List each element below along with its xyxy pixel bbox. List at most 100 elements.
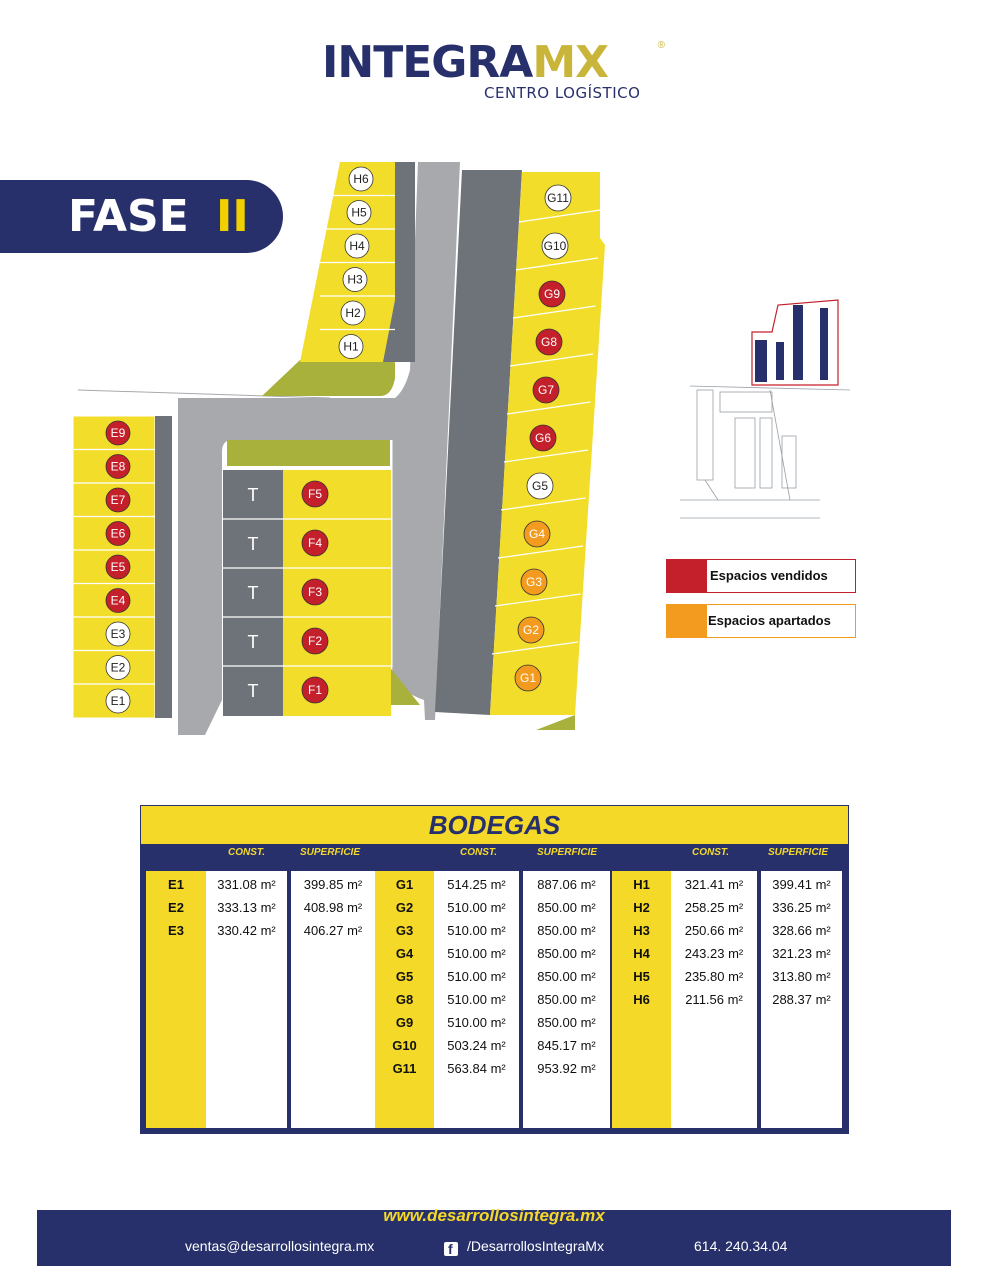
- lot-f4[interactable]: F4: [301, 529, 329, 557]
- lot-label: G8: [541, 335, 557, 349]
- lot-marker: [526, 472, 554, 500]
- lot-divider: [515, 257, 599, 271]
- lot-h4[interactable]: H4: [344, 233, 370, 259]
- lot-e8[interactable]: E8: [105, 454, 131, 479]
- table-title-bar: BODEGAS: [141, 806, 848, 844]
- row-code: H5: [633, 969, 650, 984]
- lot-divider: [518, 209, 601, 223]
- sup-value: 406.27 m²: [303, 923, 363, 938]
- lot-g11[interactable]: G11: [544, 184, 572, 212]
- row-code: H1: [633, 877, 650, 892]
- lot-marker: [105, 588, 131, 613]
- lot-divider: [503, 449, 589, 463]
- lot-g8[interactable]: G8: [535, 328, 563, 356]
- lot-e5[interactable]: E5: [105, 554, 131, 580]
- lot-h3[interactable]: H3: [342, 267, 368, 292]
- lot-g4[interactable]: G4: [523, 520, 551, 548]
- lot-label: E7: [111, 493, 126, 507]
- lot-marker: [514, 664, 542, 692]
- const-value: 510.00 m²: [447, 969, 506, 984]
- const-value: 503.24 m²: [447, 1038, 506, 1053]
- const-value: 250.66 m²: [684, 923, 744, 938]
- row-code: G8: [395, 992, 414, 1007]
- row-code: G3: [395, 923, 414, 938]
- lot-e3[interactable]: E3: [105, 621, 131, 647]
- const-value: 243.23 m²: [684, 946, 744, 961]
- lot-h6[interactable]: H6: [348, 166, 374, 192]
- lot-marker: [301, 627, 329, 655]
- phone-number: 614. 240.34.04: [694, 1238, 788, 1254]
- lot-label: E8: [111, 460, 126, 474]
- sup-value: 887.06 m²: [537, 877, 596, 892]
- lot-marker: [346, 200, 372, 225]
- lot-label: G3: [526, 575, 542, 589]
- lot-marker: [520, 568, 548, 596]
- lot-g2[interactable]: G2: [517, 616, 545, 644]
- lot-f5[interactable]: F5: [301, 480, 329, 508]
- code-column-g: G1 G2 G3 G4 G5 G8 G9 G10 G11: [375, 871, 434, 1128]
- website-link[interactable]: www.desarrollosintegra.mx: [383, 1206, 605, 1225]
- lot-f3[interactable]: F3: [301, 578, 329, 606]
- code-column-h: H1 H2 H3 H4 H5 H6: [612, 871, 671, 1128]
- lot-e2[interactable]: E2: [105, 655, 131, 680]
- lot-g7[interactable]: G7: [532, 376, 560, 404]
- phase-banner: FASE II: [0, 180, 283, 253]
- lot-h5[interactable]: H5: [346, 200, 372, 225]
- sup-value: 408.98 m²: [303, 900, 363, 915]
- lot-divider: [500, 497, 586, 511]
- lot-marker: [105, 554, 131, 580]
- lot-e9[interactable]: E9: [105, 420, 131, 446]
- lot-e7[interactable]: E7: [105, 487, 131, 513]
- sup-value: 336.25 m²: [772, 900, 831, 915]
- const-column-e: 331.08 m² 333.13 m² 330.42 m²: [206, 871, 287, 1128]
- lot-g5[interactable]: G5: [526, 472, 554, 500]
- lot-label: G7: [538, 383, 554, 397]
- table-title: BODEGAS: [428, 810, 561, 840]
- email-link[interactable]: ventas@desarrollosintegra.mx: [185, 1238, 375, 1254]
- lot-g1[interactable]: G1: [514, 664, 542, 692]
- sup-value: 850.00 m²: [537, 1015, 596, 1030]
- phase-title: FASE: [68, 191, 189, 242]
- lot-marker: [344, 233, 370, 259]
- facebook-link[interactable]: /DesarrollosIntegraMx: [467, 1238, 604, 1254]
- lot-f1[interactable]: F1: [301, 676, 329, 704]
- lot-marker: [535, 328, 563, 356]
- row-code: H4: [633, 946, 650, 961]
- logo-part: GRA: [431, 37, 533, 88]
- lot-g3[interactable]: G3: [520, 568, 548, 596]
- lot-f2[interactable]: F2: [301, 627, 329, 655]
- code-column-e: E1 E2 E3: [146, 871, 206, 1128]
- logo-wordmark: INTEGRAMX: [322, 37, 609, 88]
- lot-label: G9: [544, 287, 560, 301]
- lot-g9[interactable]: G9: [538, 280, 566, 308]
- lot-divider: [497, 545, 584, 559]
- lot-label: F5: [308, 487, 322, 501]
- lot-marker: [301, 676, 329, 704]
- const-column-h: 321.41 m² 258.25 m² 250.66 m² 243.23 m² …: [671, 871, 757, 1128]
- lot-h2[interactable]: H2: [340, 300, 366, 326]
- lot-h1[interactable]: H1: [338, 334, 364, 359]
- lot-divider: [509, 353, 594, 367]
- lot-e4[interactable]: E4: [105, 588, 131, 613]
- lot-e1[interactable]: E1: [105, 688, 131, 714]
- lot-g10[interactable]: G10: [541, 232, 569, 260]
- sup-value: 850.00 m²: [537, 992, 596, 1007]
- sup-value: 850.00 m²: [537, 969, 596, 984]
- const-value: 510.00 m²: [447, 923, 506, 938]
- row-code: G2: [395, 900, 414, 915]
- row-code: G11: [392, 1061, 417, 1076]
- registered-mark: ®: [657, 40, 665, 51]
- green-area: [536, 715, 575, 730]
- lot-g6[interactable]: G6: [529, 424, 557, 452]
- lot-marker: [105, 420, 131, 446]
- lot-label: G6: [535, 431, 551, 445]
- lot-marker: [523, 520, 551, 548]
- lot-label: G1: [520, 671, 536, 685]
- lot-e6[interactable]: E6: [105, 521, 131, 546]
- location-minimap: [680, 299, 851, 519]
- row-code: G1: [395, 877, 414, 892]
- lot-label: G11: [547, 191, 569, 205]
- logo-subtitle: CENTRO LOGÍSTICO: [484, 84, 641, 102]
